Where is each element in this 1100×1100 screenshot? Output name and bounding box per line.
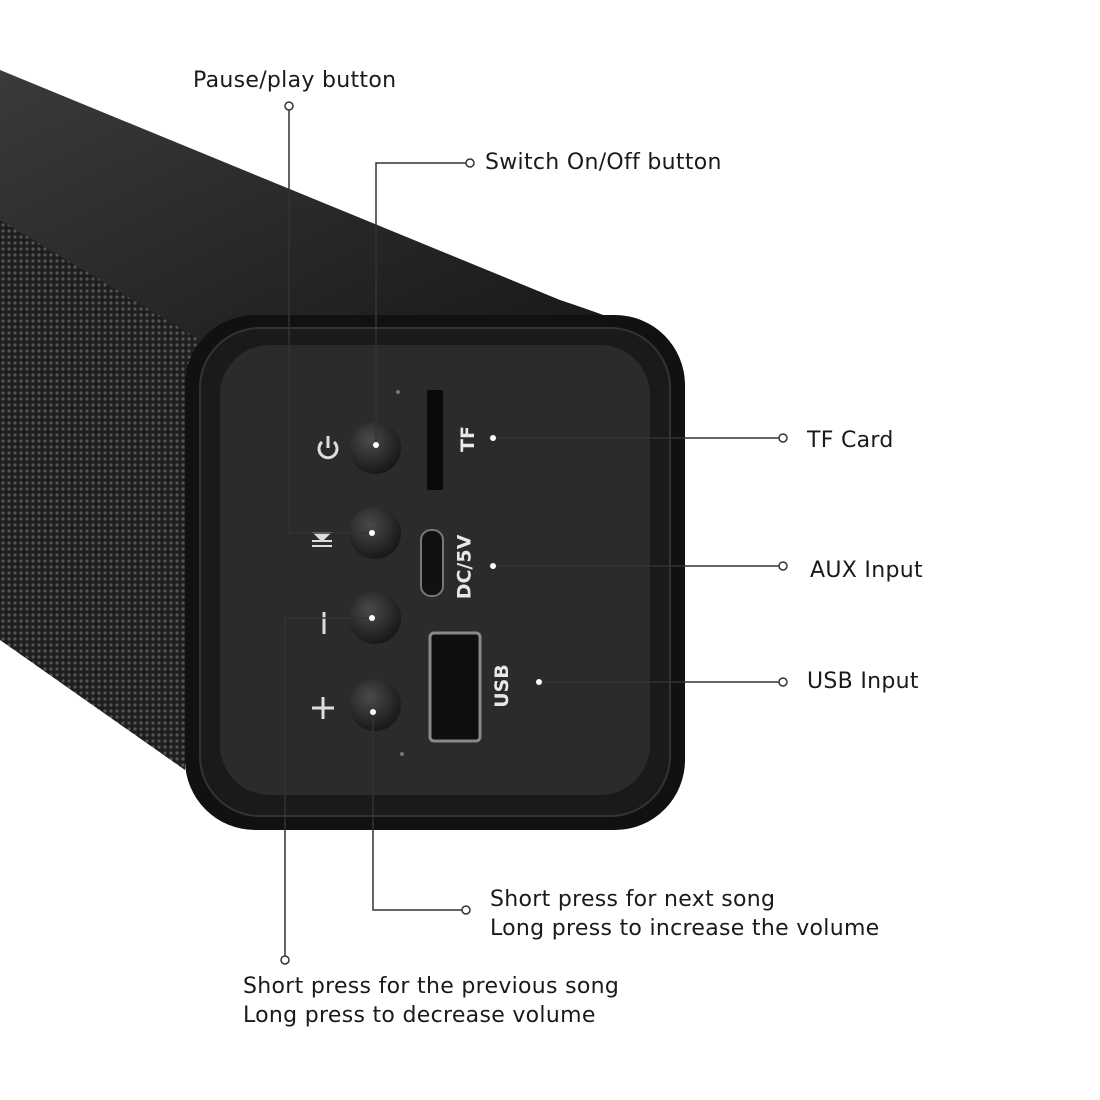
- pause-play-callout: Pause/play button: [193, 68, 397, 93]
- dc-5v-label: DC/5V: [453, 534, 476, 600]
- prev-line-1: Short press for the previous song: [243, 974, 620, 999]
- callout-lines: [284, 109, 779, 956]
- power-button: [349, 422, 401, 474]
- callout-end-circles: [280, 101, 788, 965]
- usb-callout: USB Input: [807, 669, 919, 694]
- next-song-callout: Short press for next song Long press to …: [490, 885, 880, 943]
- play-pause-icon: [312, 532, 332, 547]
- micro-usb-port: [420, 529, 444, 597]
- next-line-2: Long press to increase the volume: [490, 916, 880, 941]
- plus-button: [349, 679, 401, 731]
- plus-icon: [312, 697, 334, 719]
- usb-label: USB: [490, 664, 513, 708]
- power-icon: [317, 440, 339, 460]
- previous-song-callout: Short press for the previous song Long p…: [243, 972, 619, 1030]
- speaker-mesh: [0, 220, 200, 770]
- usb-port: [428, 631, 482, 743]
- power-callout: Switch On/Off button: [485, 150, 722, 175]
- tf-card-callout: TF Card: [807, 428, 894, 453]
- next-line-1: Short press for next song: [490, 887, 776, 912]
- speaker-top: [0, 70, 640, 380]
- prev-line-2: Long press to decrease volume: [243, 1003, 596, 1028]
- tf-label: TF: [456, 426, 479, 452]
- tf-slot: [427, 390, 443, 490]
- aux-callout: AUX Input: [810, 558, 923, 583]
